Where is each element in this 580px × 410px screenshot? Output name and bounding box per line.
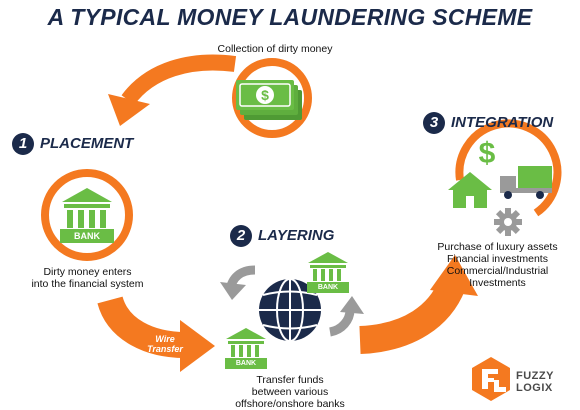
- arrow-layering-to-integration: [359, 255, 478, 354]
- globe-icon: [259, 278, 321, 342]
- integration-caption-line1: Purchase of luxury assets: [437, 241, 558, 253]
- dollar-sign-icon: $: [261, 87, 269, 103]
- bank-icon: [60, 188, 114, 243]
- layering-caption-line3: offshore/onshore banks: [235, 398, 345, 410]
- money-icon-group: $: [232, 58, 312, 138]
- brand-name: FUZZY LOGIX: [516, 370, 576, 394]
- house-icon: [448, 172, 492, 208]
- layering-number-badge: 2: [230, 225, 252, 247]
- integration-group: $: [448, 119, 562, 236]
- page-title: A TYPICAL MONEY LAUNDERING SCHEME: [47, 4, 533, 30]
- layering-caption-line1: Transfer funds: [256, 374, 324, 386]
- brand-line2: LOGIX: [516, 382, 553, 394]
- bank-icon-small-2: [225, 328, 267, 369]
- integration-caption-line3: Commercial/Industrial: [446, 265, 549, 277]
- placement-bank-group: [41, 169, 133, 261]
- layering-caption: Transfer funds between various offshore/…: [210, 374, 370, 410]
- integration-caption-line2: Financial investments: [447, 253, 548, 265]
- bank-icon-small-1: [307, 252, 349, 293]
- layering-cluster: [220, 252, 364, 369]
- gear-icon: [494, 208, 522, 236]
- placement-title: PLACEMENT: [40, 135, 134, 152]
- integration-title: INTEGRATION: [451, 114, 554, 131]
- integration-caption-line4: Investments: [469, 277, 526, 289]
- gray-arrow-icon: [220, 282, 246, 300]
- wire-transfer-label: Wire Transfer: [140, 334, 190, 354]
- integration-caption: Purchase of luxury assets Financial inve…: [420, 241, 575, 289]
- brand-line1: FUZZY: [516, 370, 554, 382]
- layering-caption-line2: between various: [251, 386, 329, 398]
- dollar-sign-icon: $: [479, 137, 496, 170]
- placement-caption-line1: Dirty money enters: [43, 266, 132, 278]
- fuzzy-logix-logo-icon: [472, 357, 510, 401]
- integration-number-badge: 3: [423, 112, 445, 134]
- placement-number-badge: 1: [12, 133, 34, 155]
- placement-bank-label: BANK: [74, 231, 100, 241]
- arrow-collection-to-placement: [108, 54, 237, 126]
- layering-bank-label-2: BANK: [235, 360, 257, 367]
- wire-label-line2: Transfer: [147, 344, 183, 354]
- layering-title: LAYERING: [258, 227, 335, 244]
- truck-icon: [500, 166, 552, 199]
- wire-label-line1: Wire: [155, 334, 175, 344]
- placement-caption-line2: into the financial system: [31, 278, 144, 290]
- collection-caption: Collection of dirty money: [217, 43, 333, 55]
- gray-arrow-icon: [340, 296, 364, 314]
- arrow-wire-transfer: [97, 295, 215, 372]
- placement-caption: Dirty money enters into the financial sy…: [10, 266, 165, 290]
- layering-bank-label-1: BANK: [317, 284, 339, 291]
